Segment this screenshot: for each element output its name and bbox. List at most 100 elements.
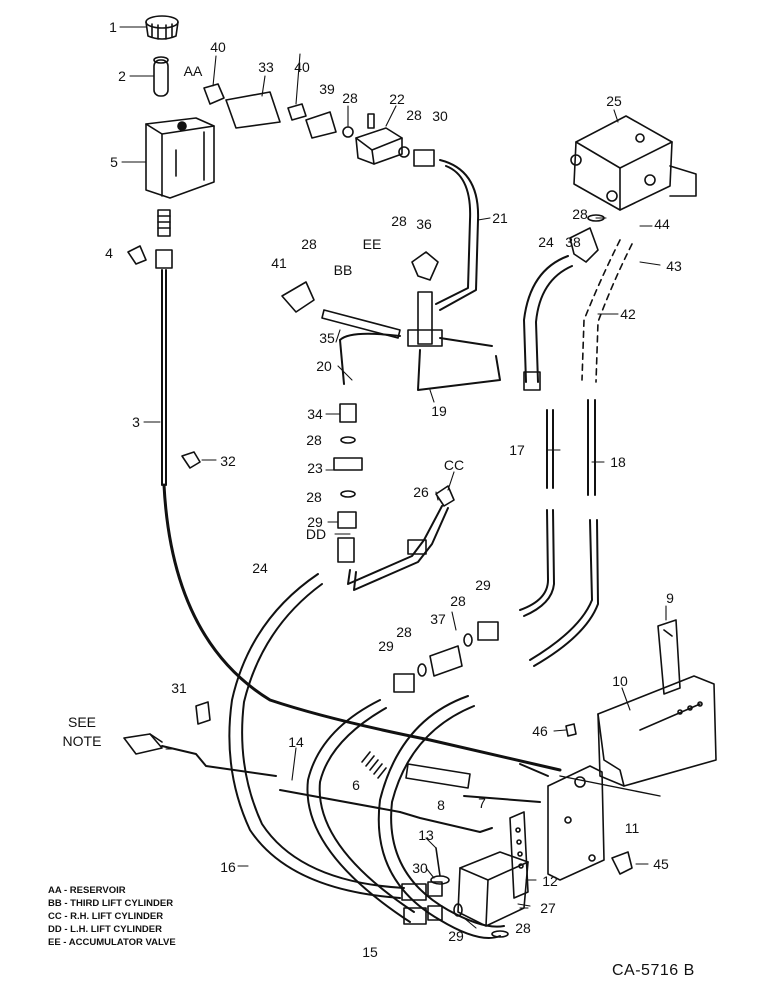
callout-29-d: 29: [448, 928, 464, 944]
hose-16: [306, 699, 415, 923]
callout-37: 37: [430, 611, 446, 627]
leader-lines: [119, 26, 667, 929]
callout-34: 34: [307, 406, 323, 422]
callout-26: 26: [413, 484, 429, 500]
callout-1: 1: [109, 19, 117, 35]
elbow-41-part: [281, 281, 315, 313]
callout-40-b: 40: [294, 59, 310, 75]
callout-cc: CC: [443, 457, 465, 473]
callout-28-i: 28: [396, 624, 412, 640]
callout-dd: DD: [305, 526, 327, 542]
fitting-stack: [333, 403, 363, 529]
cap-part: [145, 15, 179, 40]
fittings-near-27: [401, 881, 509, 938]
elbow-36-part: [411, 251, 439, 281]
callout-44: 44: [654, 216, 670, 232]
callout-14: 14: [288, 734, 304, 750]
callout-7: 7: [478, 795, 486, 811]
tee-35-part: [321, 309, 401, 339]
callout-3: 3: [132, 414, 140, 430]
callout-4: 4: [105, 245, 113, 261]
legend: AA - RESERVOIR BB - THIRD LIFT CYLINDER …: [48, 884, 176, 949]
callout-aa: AA: [183, 63, 203, 79]
callout-12: 12: [542, 873, 558, 889]
clevis-part: [123, 733, 163, 755]
callout-40-a: 40: [210, 39, 226, 55]
spring-6-part: [361, 751, 387, 779]
callout-15: 15: [362, 944, 378, 960]
callout-11: 11: [624, 820, 640, 836]
callout-2: 2: [118, 68, 126, 84]
reservoir-part: [145, 117, 215, 199]
callout-28-e: 28: [301, 236, 317, 252]
callout-28-j: 28: [515, 920, 531, 936]
bracket-10-part: [597, 675, 717, 787]
callout-6: 6: [352, 777, 360, 793]
clip-part: [127, 245, 147, 265]
callout-28-f: 28: [306, 432, 322, 448]
callout-29-b: 29: [475, 577, 491, 593]
callout-note: NOTE: [62, 733, 102, 749]
callout-see: SEE: [67, 714, 97, 730]
clip-31-part: [195, 701, 211, 725]
line-21: [435, 159, 480, 311]
callout-bb: BB: [333, 262, 353, 278]
callout-24-a: 24: [538, 234, 554, 250]
valve-22-part: [355, 113, 435, 167]
lines-17-18: [519, 399, 599, 667]
plug-part: [181, 451, 201, 469]
figure-id: CA-5716 B: [612, 962, 695, 979]
callout-9: 9: [666, 590, 674, 606]
legend-item: DD - L.H. LIFT CYLINDER: [48, 924, 162, 935]
callout-19: 19: [431, 403, 447, 419]
callout-ee: EE: [362, 236, 382, 252]
callout-22: 22: [389, 91, 405, 107]
callout-36: 36: [416, 216, 432, 232]
callout-32: 32: [220, 453, 236, 469]
callout-39: 39: [319, 81, 335, 97]
bracket-9-part: [657, 619, 681, 695]
callout-35: 35: [319, 330, 335, 346]
callout-28-b: 28: [406, 107, 422, 123]
callout-31: 31: [171, 680, 187, 696]
legend-item: AA - RESERVOIR: [48, 885, 126, 896]
callout-24-b: 24: [252, 560, 268, 576]
plate-11-part: [547, 765, 605, 881]
callout-33: 33: [258, 59, 274, 75]
callout-21: 21: [492, 210, 508, 226]
bolt-13-part: [430, 847, 450, 885]
sleeve-8-part: [405, 763, 471, 789]
callout-28-h: 28: [450, 593, 466, 609]
callout-28-d: 28: [572, 206, 588, 222]
legend-item: CC - R.H. LIFT CYLINDER: [48, 911, 164, 922]
return-tube: [161, 269, 562, 772]
callout-20: 20: [316, 358, 332, 374]
callout-13: 13: [418, 827, 434, 843]
hose-24-left: [228, 573, 405, 899]
callout-45: 45: [653, 856, 669, 872]
valve-block-27: [457, 851, 529, 927]
callout-42: 42: [620, 306, 636, 322]
callout-28-g: 28: [306, 489, 322, 505]
callout-38: 38: [565, 234, 581, 250]
tee-assembly: [339, 291, 501, 391]
callout-17: 17: [509, 442, 525, 458]
callout-23: 23: [307, 460, 323, 476]
callout-5: 5: [110, 154, 118, 170]
line-26: [337, 485, 455, 591]
callout-27: 27: [540, 900, 556, 916]
callout-30-b: 30: [412, 860, 428, 876]
callout-46: 46: [532, 723, 548, 739]
callout-28-a: 28: [342, 90, 358, 106]
callout-25: 25: [606, 93, 622, 109]
reservoir-outlet-fitting: [155, 209, 173, 269]
callout-30-a: 30: [432, 108, 448, 124]
accumulator-part: [570, 115, 697, 211]
control-rods: [161, 745, 661, 833]
callout-8: 8: [437, 797, 445, 813]
strainer-part: [153, 56, 169, 97]
legend-item: BB - THIRD LIFT CYLINDER: [48, 898, 174, 909]
callout-18: 18: [610, 454, 626, 470]
hose-42-dashed: [581, 239, 633, 383]
